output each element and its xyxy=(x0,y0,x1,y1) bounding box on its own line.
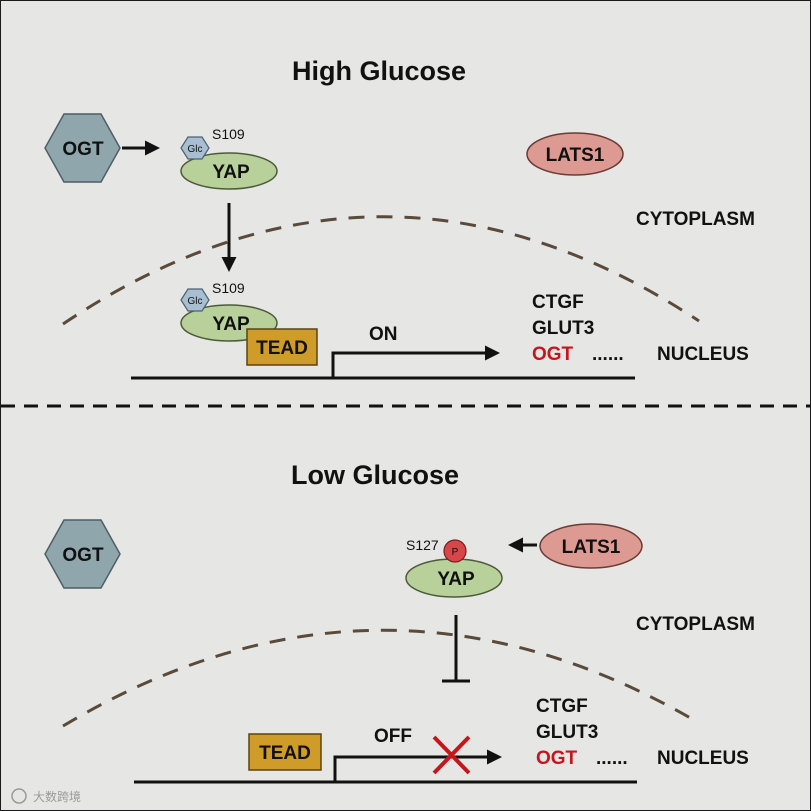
ogt-label-top: OGT xyxy=(62,139,104,160)
yap-label-cyto: YAP xyxy=(212,162,250,183)
inhibition-bar xyxy=(442,615,470,683)
glc-hexagon-cyto xyxy=(180,136,210,160)
tead-label-top: TEAD xyxy=(256,338,308,359)
lats1-top: LATS1 xyxy=(526,132,624,176)
state-off-label: OFF xyxy=(374,726,412,747)
gene-ctgf-bottom: CTGF xyxy=(536,696,588,717)
lats1-bottom: LATS1 xyxy=(539,523,643,569)
lats1-label-top: LATS1 xyxy=(546,145,605,166)
ellipsis-top: ...... xyxy=(592,344,624,365)
gene-glut3-bottom: GLUT3 xyxy=(536,722,598,743)
yap-cyto-top: YAP Glc S109 xyxy=(180,126,278,190)
watermark: 大数跨境 xyxy=(11,788,81,804)
nuclear-membrane-top xyxy=(62,215,700,326)
gene-ctgf-top: CTGF xyxy=(532,292,584,313)
site-s109-cyto: S109 xyxy=(212,126,245,142)
nucleus-label-top: NUCLEUS xyxy=(657,344,749,365)
watermark-text: 大数跨境 xyxy=(33,789,81,804)
nuclear-membrane-bottom xyxy=(62,628,700,728)
lats1-label-bottom: LATS1 xyxy=(562,537,621,558)
phospho-label: P xyxy=(452,547,459,558)
gene-ogt-bottom: OGT xyxy=(536,748,578,769)
blocked-x-icon xyxy=(432,735,471,775)
watermark-logo-icon xyxy=(11,788,27,804)
cytoplasm-label-top: CYTOPLASM xyxy=(636,209,755,230)
tead-top: TEAD xyxy=(246,328,318,366)
yap-label-bottom: YAP xyxy=(437,569,475,590)
yap-cyto-bottom: YAP P S127 xyxy=(405,537,503,598)
high-glucose-title: High Glucose xyxy=(292,56,466,86)
phospho-icon xyxy=(443,539,467,563)
ogt-label-bottom: OGT xyxy=(62,545,104,566)
glc-label-nuc: Glc xyxy=(188,296,203,307)
glc-label-cyto: Glc xyxy=(188,144,203,155)
yap-label-nuc: YAP xyxy=(212,314,250,335)
nucleus-label-bottom: NUCLEUS xyxy=(657,748,749,769)
ellipsis-bottom: ...... xyxy=(596,748,628,769)
transcription-arrow-bottom xyxy=(333,749,502,782)
cytoplasm-label-bottom: CYTOPLASM xyxy=(636,614,755,635)
ogt-hexagon-bottom: OGT xyxy=(44,519,121,589)
tead-bottom: TEAD xyxy=(248,733,322,771)
site-s127: S127 xyxy=(406,537,439,553)
gene-glut3-top: GLUT3 xyxy=(532,318,594,339)
gene-ogt-top: OGT xyxy=(532,344,574,365)
state-on-label: ON xyxy=(369,324,398,345)
low-glucose-title: Low Glucose xyxy=(291,460,459,490)
glc-hexagon-nuc xyxy=(180,288,210,312)
transcription-arrow-top xyxy=(331,345,500,378)
site-s109-nuc: S109 xyxy=(212,280,245,296)
ogt-hexagon-top: OGT xyxy=(44,113,121,183)
tead-label-bottom: TEAD xyxy=(259,743,311,764)
